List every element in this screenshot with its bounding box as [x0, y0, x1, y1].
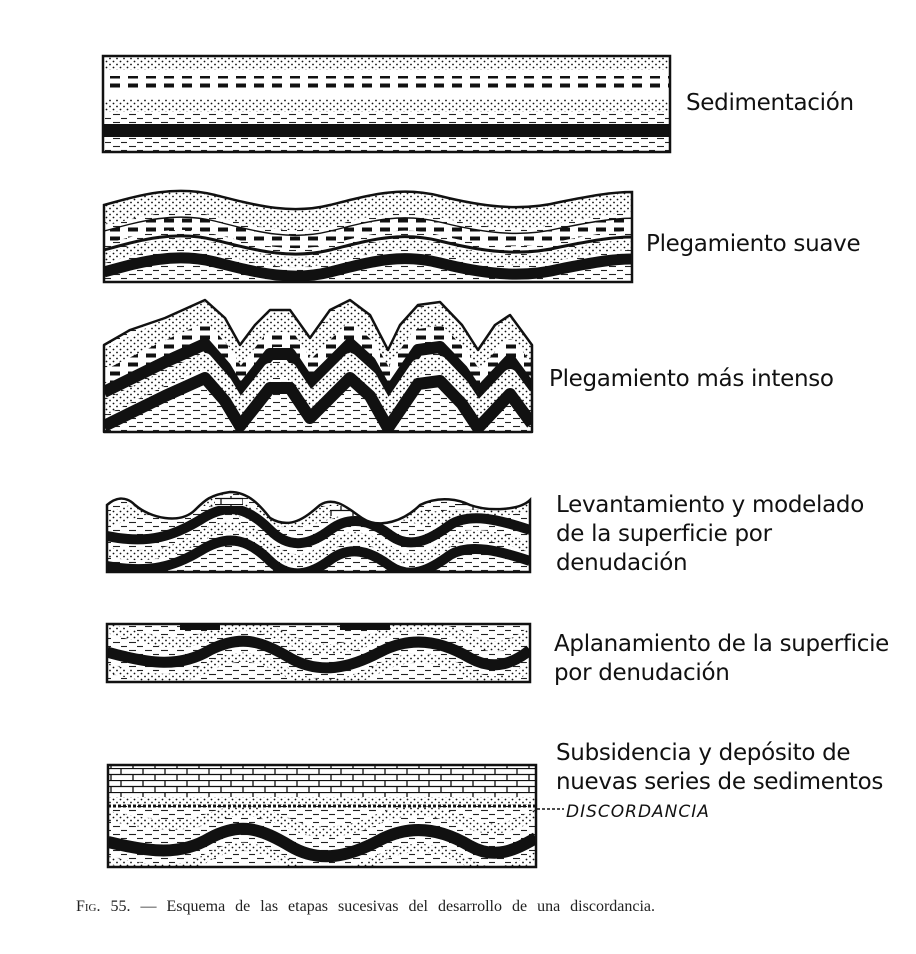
label-planation-line-1: Aplanamiento de la superficie	[554, 630, 889, 659]
label-uplift-line-3: denudación	[556, 549, 864, 578]
label-subsidence-line-1: Subsidencia y depósito de	[556, 739, 883, 768]
caption-text: — Esquema de las etapas sucesivas del de…	[141, 898, 656, 915]
label-intense-folding: Plegamiento más intenso	[549, 365, 834, 394]
stage-uplift-erosion-block	[107, 490, 532, 575]
label-planation: Aplanamiento de la superficie por denuda…	[554, 630, 889, 688]
label-uplift-line-2: de la superficie por	[556, 520, 864, 549]
stage-subsidence-block	[108, 765, 564, 874]
label-planation-line-2: por denudación	[554, 659, 889, 688]
stage-gentle-folding-block	[104, 180, 634, 282]
label-subsidence-line-2: nuevas series de sedimentos	[556, 768, 883, 797]
stage-sedimentation-block	[103, 56, 670, 152]
label-uplift-erosion: Levantamiento y modelado de la superfici…	[556, 491, 864, 578]
caption-figure-number: Fig. 55.	[76, 898, 131, 915]
label-discordance: DISCORDANCIA	[566, 802, 710, 822]
stage-intense-folding-block	[104, 295, 534, 435]
label-gentle-folding: Plegamiento suave	[646, 230, 860, 259]
stage-planation-block	[107, 624, 530, 684]
label-subsidence: Subsidencia y depósito de nuevas series …	[556, 739, 883, 797]
label-uplift-line-1: Levantamiento y modelado	[556, 491, 864, 520]
figure-caption: Fig. 55. — Esquema de las etapas sucesiv…	[76, 898, 866, 916]
label-sedimentation: Sedimentación	[686, 89, 854, 118]
